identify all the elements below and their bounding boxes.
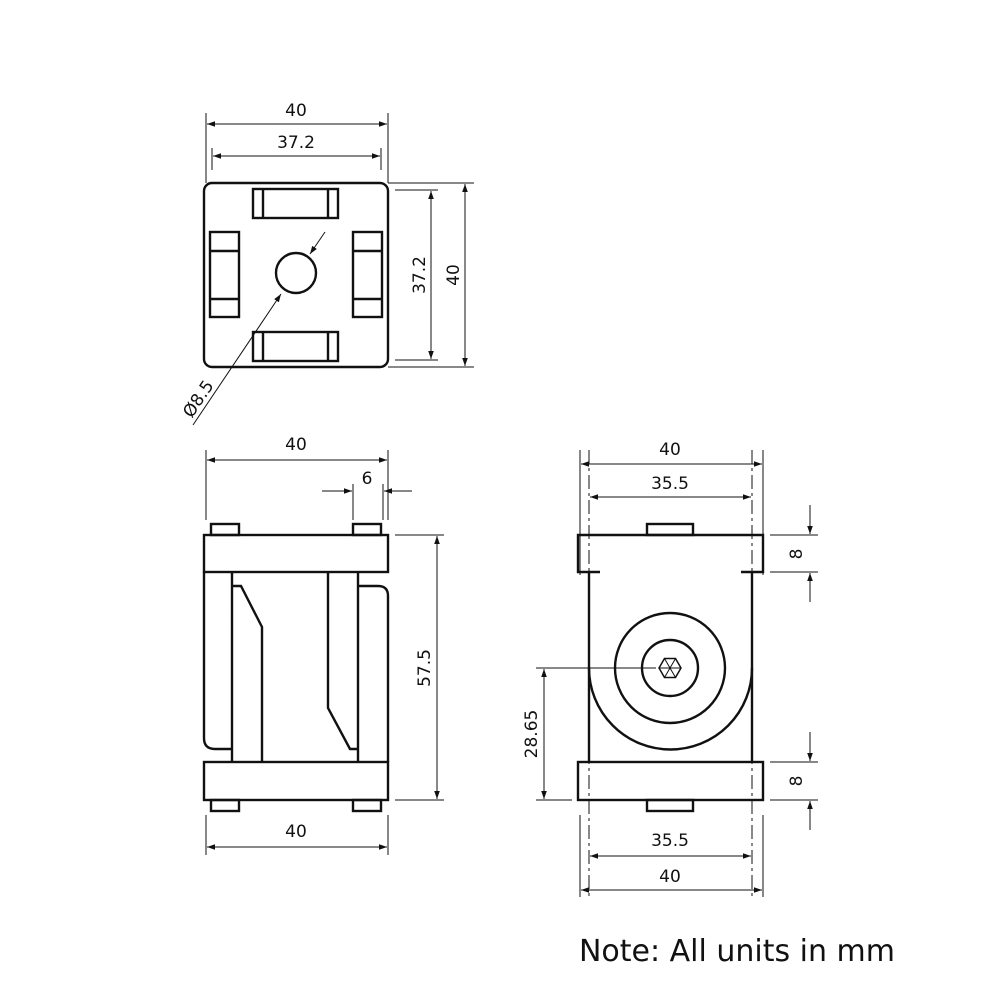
slot-right — [351, 230, 384, 319]
dim-front-inner-bottom: 35.5 — [651, 831, 689, 851]
dim-front-plate-bottom: 8 — [787, 776, 807, 787]
dim-front-width-top: 40 — [659, 440, 681, 460]
dim-top-height-inner: 37.2 — [410, 256, 430, 294]
front-view: 40 35.5 8 8 28.65 35.5 40 — [522, 440, 818, 900]
slot-left — [208, 230, 241, 319]
dim-top-height-outer: 40 — [444, 264, 464, 286]
slot-top — [251, 187, 340, 220]
center-hole — [274, 251, 318, 295]
hex-socket-icon — [658, 657, 682, 679]
dim-front-center-height: 28.65 — [522, 710, 542, 759]
dim-side-peg-offset: 6 — [362, 469, 373, 489]
dim-front-inner-top: 35.5 — [651, 474, 689, 494]
dim-top-width-inner: 37.2 — [277, 133, 315, 153]
top-view: Ø8.5 40 37.2 37.2 40 — [179, 101, 474, 426]
dim-front-width-bottom: 40 — [659, 867, 681, 887]
units-note: Note: All units in mm — [579, 934, 895, 969]
dim-top-width-outer: 40 — [285, 101, 307, 121]
dim-side-height: 57.5 — [415, 649, 435, 687]
side-view: 40 6 57.5 40 — [202, 435, 444, 855]
slot-bottom — [251, 330, 340, 363]
dim-hole-diameter: Ø8.5 — [179, 377, 218, 422]
dim-front-plate-top: 8 — [787, 549, 807, 560]
dim-side-width-top: 40 — [285, 435, 307, 455]
dim-side-width-bottom: 40 — [285, 822, 307, 842]
